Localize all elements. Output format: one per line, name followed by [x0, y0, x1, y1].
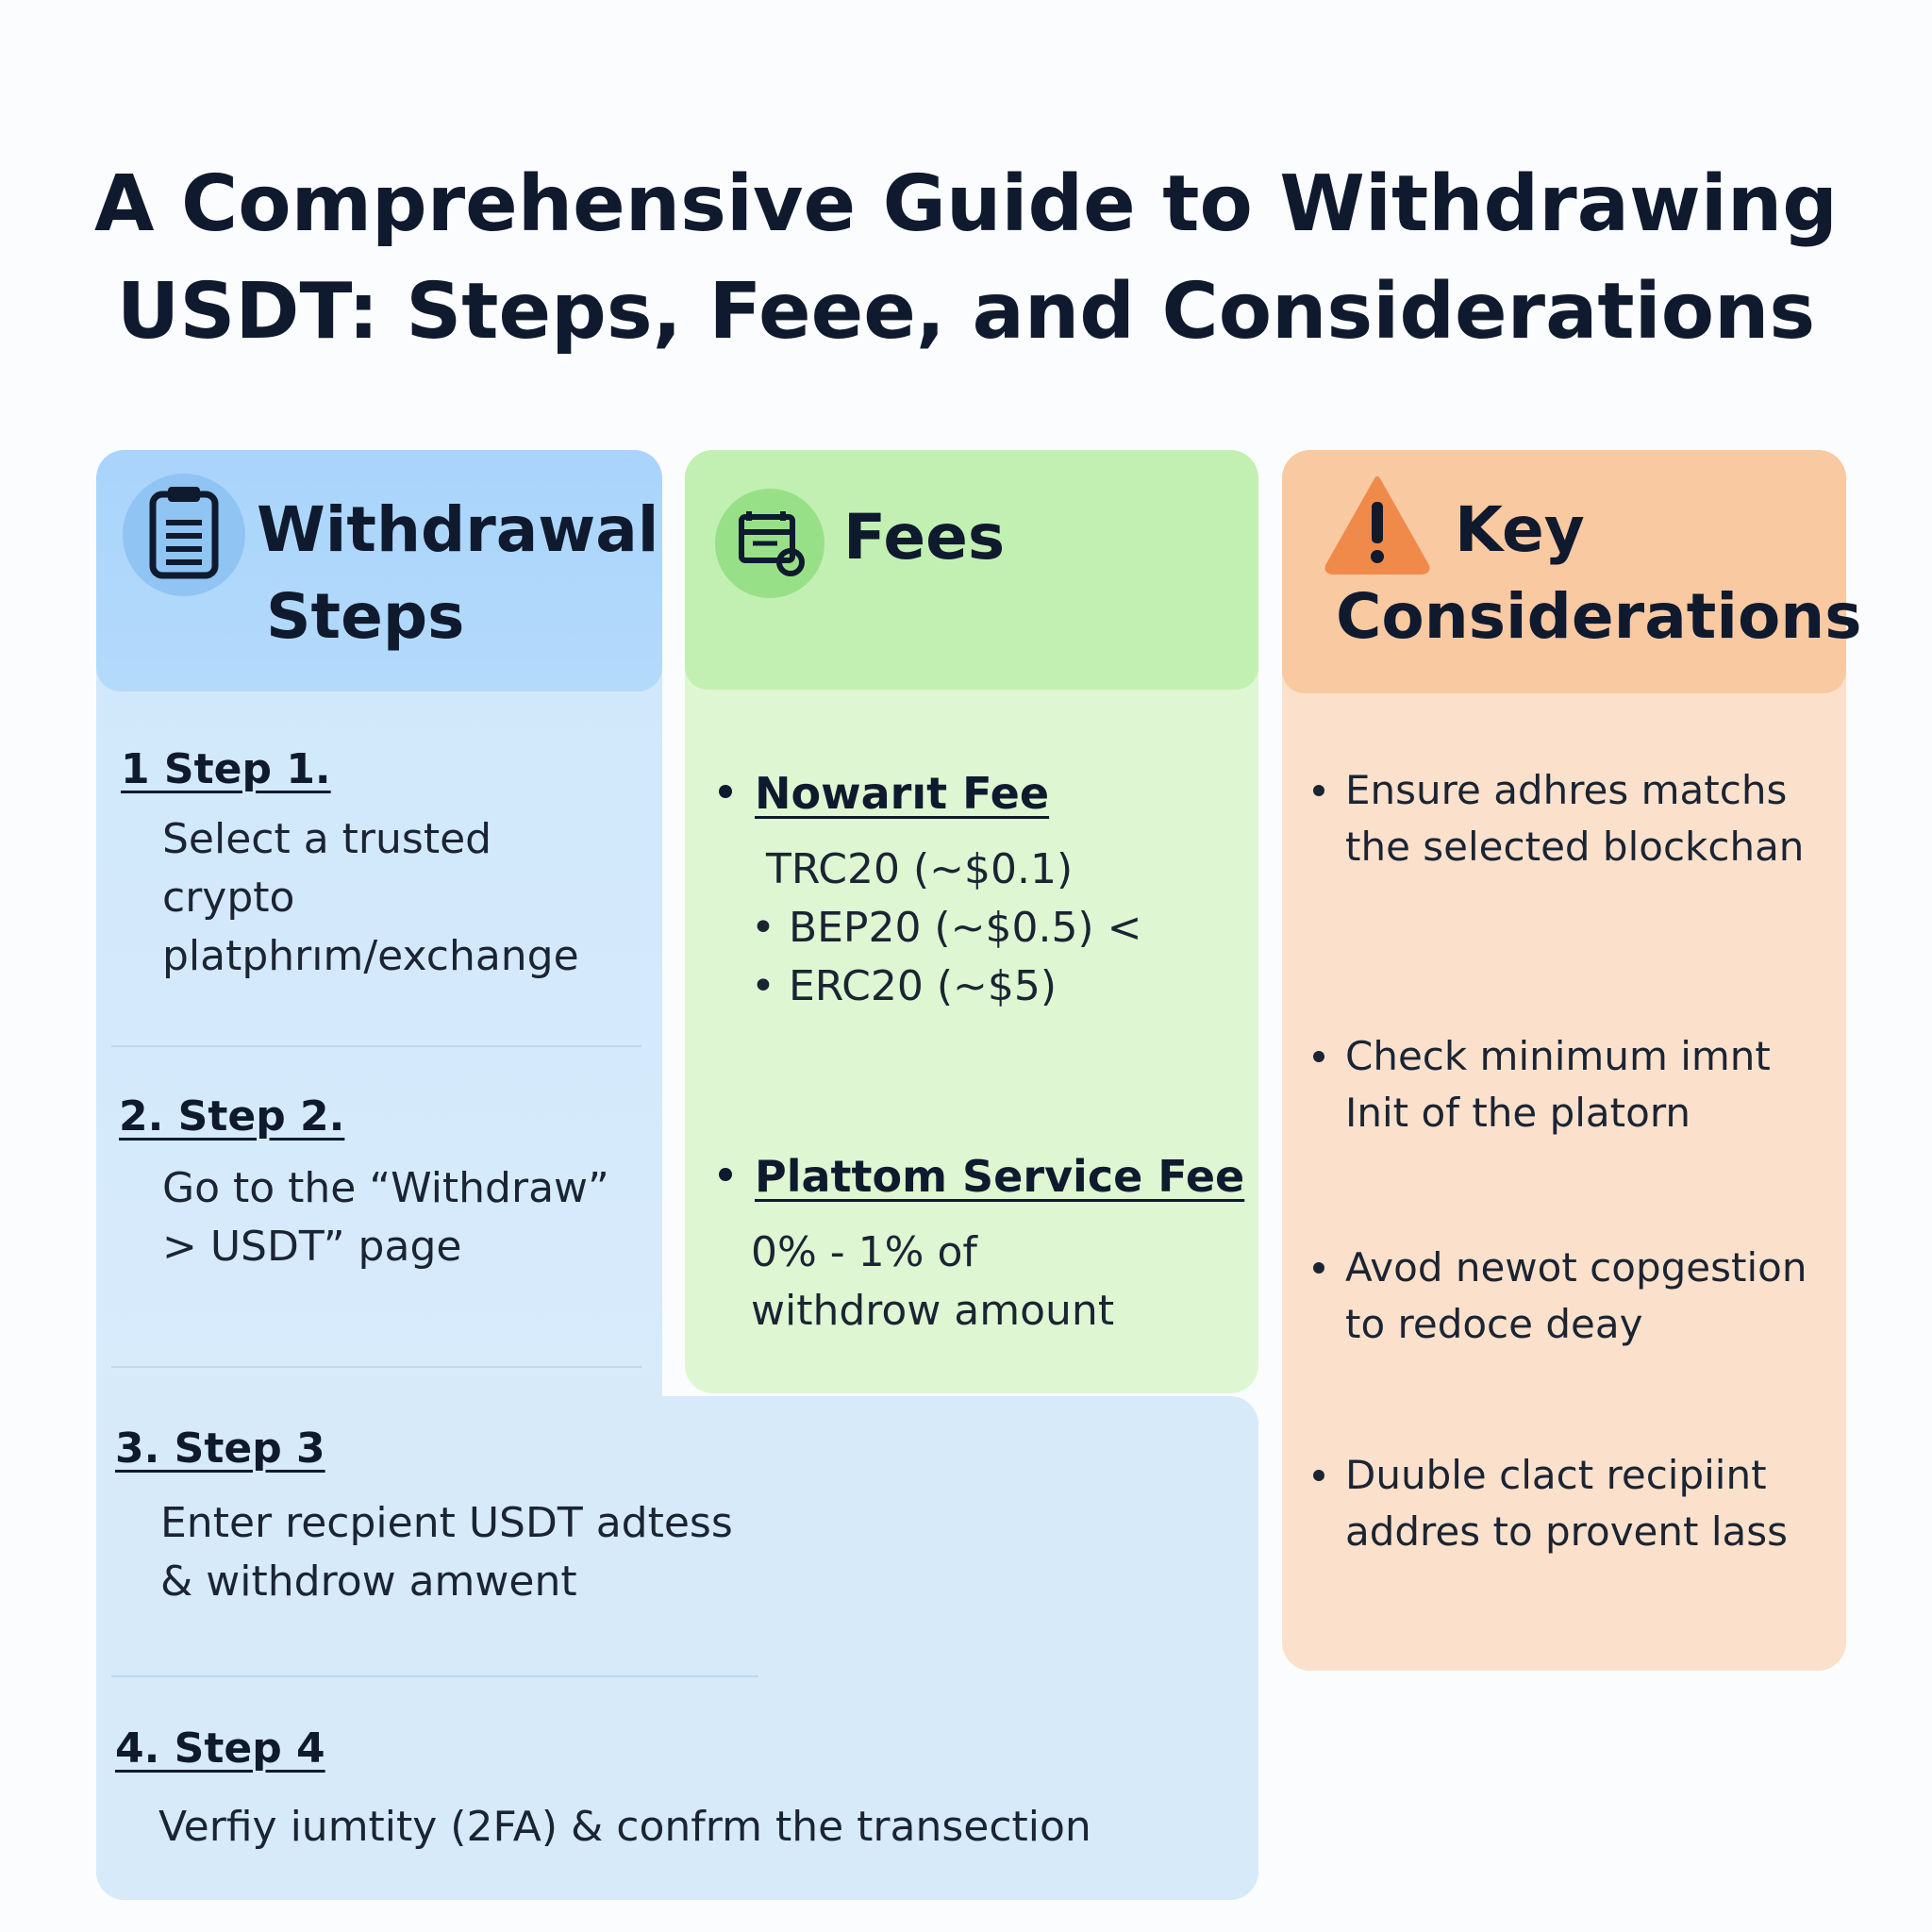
step-4-label: 4. Step 4 [115, 1724, 325, 1773]
step-divider [111, 1675, 758, 1677]
consideration-text: Duuble clact recipiint addres to provent… [1345, 1452, 1788, 1555]
step-divider [111, 1366, 641, 1368]
step-3-line-2: & withdrow amwent [160, 1557, 577, 1606]
steps-heading-line-1: Withdrawal [257, 493, 659, 566]
step-3-line-1: Enter recpient USDT adtess [160, 1499, 733, 1547]
clipboard-icon [123, 474, 245, 596]
step-2-text: Go to the “Withdraw” > USDT” page [162, 1159, 653, 1276]
network-fee-trc20: TRC20 (~$0.1) [766, 845, 1074, 893]
network-fee-erc20: • ERC20 (~$5) [751, 962, 1058, 1010]
network-fee-label: Nowarıt Fee [755, 768, 1050, 819]
step-2-line-1: Go to the “Withdraw” [162, 1164, 609, 1212]
bullet-dot [1313, 1262, 1324, 1274]
bullet-dot [719, 784, 732, 798]
step-3-label: 3. Step 3 [115, 1424, 325, 1473]
step-1-line-3: platphrım/exchange [162, 932, 579, 980]
bullet-dot [1313, 1470, 1324, 1481]
steps-heading-line-2: Steps [266, 580, 465, 653]
page-title: A Comprehensive Guide to Withdrawing USD… [0, 151, 1932, 366]
platform-fee-heading: Plattom Service Fee [719, 1151, 1244, 1202]
considerations-heading: Key Considerations [1336, 487, 1862, 660]
considerations-heading-line-2: Considerations [1336, 580, 1862, 653]
fees-icon [715, 489, 824, 598]
step-1-text: Select a trusted crypto platphrım/exchan… [162, 810, 634, 986]
bullet-dot [1313, 785, 1324, 796]
consideration-text: Ensure adhres matchs the selected blockc… [1345, 767, 1805, 870]
bullet-dot [719, 1167, 732, 1181]
step-1-label: 1 Step 1. [121, 745, 331, 793]
step-1-line-1: Select a trusted [162, 815, 492, 863]
steps-panel-body-bottom [96, 1396, 1258, 1900]
step-1-line-2: crypto [162, 874, 295, 922]
step-2-line-2: > USDT” page [162, 1223, 462, 1271]
step-3-text: Enter recpient USDT adtess & withdrow am… [160, 1494, 915, 1611]
page-title-line-1: A Comprehensive Guide to Withdrawing [94, 159, 1838, 249]
fees-heading: Fees [843, 501, 1006, 574]
step-4-line-1: Verfiy iumtity (2FA) & confrm the transe… [158, 1803, 1091, 1851]
platform-fee-range: 0% - 1% of [751, 1228, 977, 1276]
steps-heading: Withdrawal Steps [257, 487, 658, 660]
bullet-dot [1313, 1051, 1324, 1062]
page-title-line-2: USDT: Steps, Feee, and Considerations [116, 267, 1816, 357]
warning-icon [1323, 472, 1432, 575]
platform-fee-basis: withdrow amount [751, 1287, 1115, 1335]
platform-fee-label: Plattom Service Fee [755, 1151, 1245, 1202]
network-fee-heading: Nowarıt Fee [719, 768, 1049, 819]
step-4-text: Verfiy iumtity (2FA) & confrm the transe… [158, 1798, 1234, 1857]
step-2-label: 2. Step 2. [119, 1092, 345, 1141]
network-fee-bep20: • BEP20 (~$0.5) < [751, 904, 1142, 952]
consideration-text: Check minimum imnt Init of the platorn [1345, 1033, 1771, 1136]
step-divider [111, 1045, 641, 1047]
consideration-text: Avod newot copgestion to redoce deay [1345, 1244, 1807, 1347]
considerations-heading-line-1: Key [1455, 493, 1585, 566]
